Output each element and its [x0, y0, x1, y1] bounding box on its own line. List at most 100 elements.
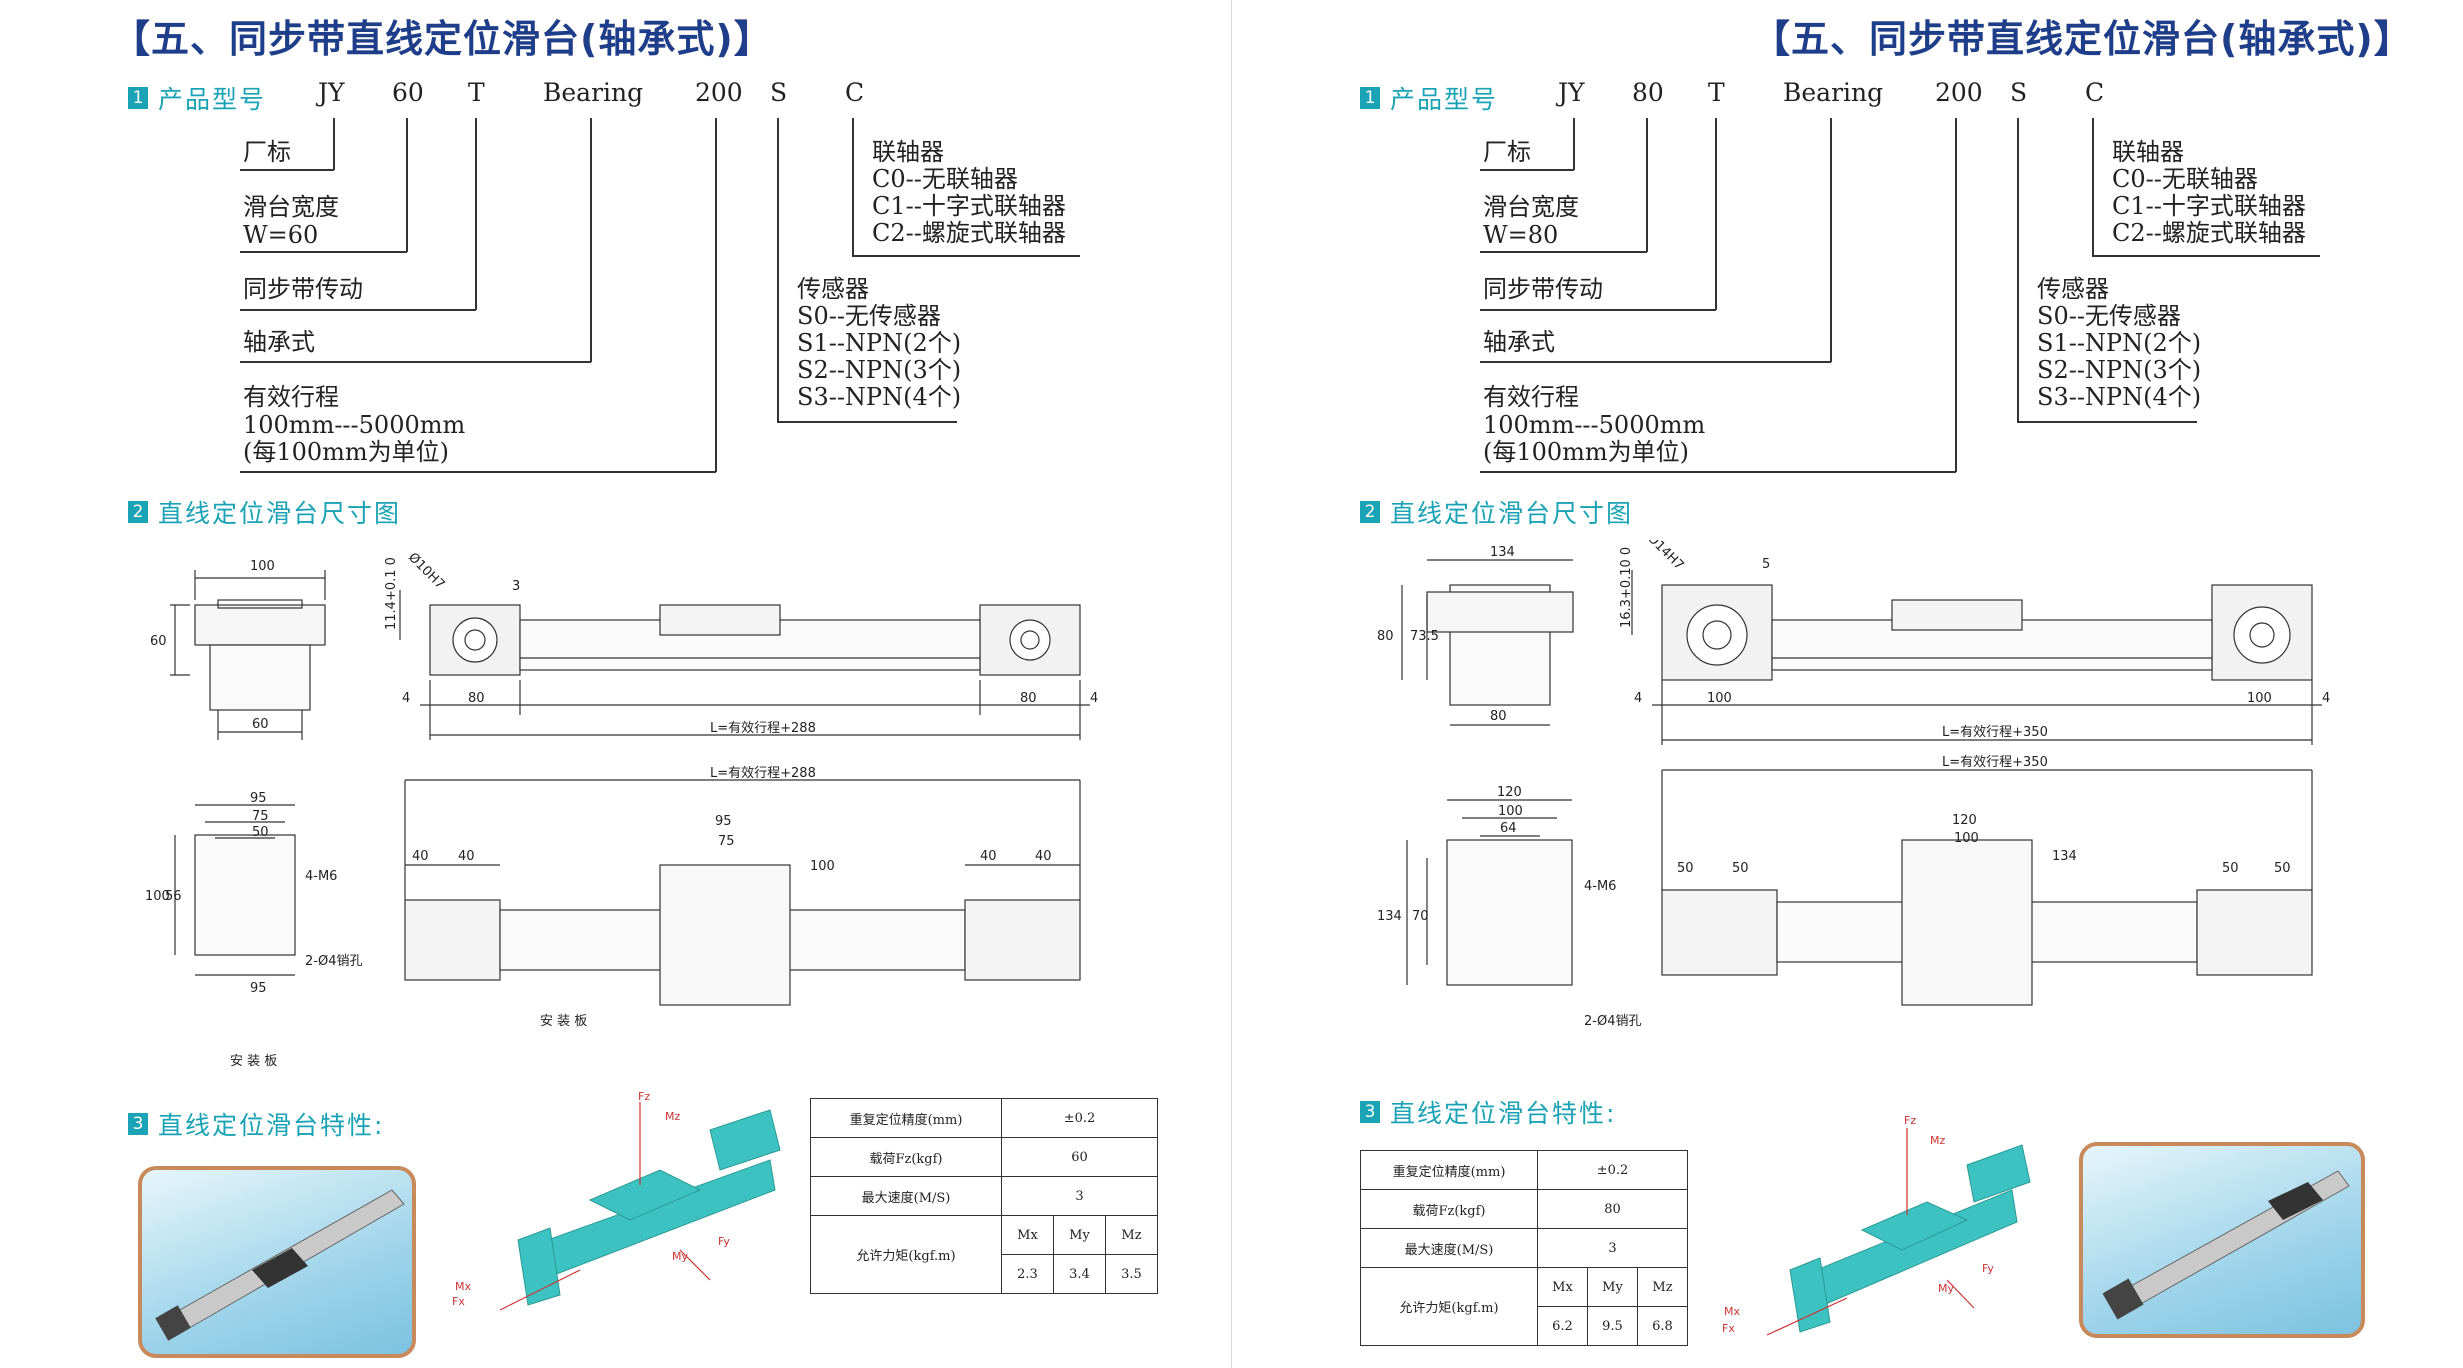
leader-line	[240, 309, 476, 311]
label-stroke-unit: (每100mm为单位)	[243, 438, 450, 466]
section-label: 直线定位滑台特性:	[158, 1111, 385, 1140]
dim-total-len: L=有效行程+350	[1942, 725, 2048, 740]
dim-top-height: 134	[2052, 849, 2077, 864]
code-sensor: S	[2010, 78, 2028, 107]
leader-line	[2017, 421, 2197, 423]
label-vendor: 厂标	[243, 138, 291, 166]
spec-repeat-label: 重复定位精度(mm)	[810, 1098, 1002, 1138]
label-sensor: 传感器	[797, 275, 869, 303]
section-product-model: 1 产品型号	[128, 80, 266, 116]
dim-top-mid: 100	[1954, 831, 1979, 846]
dimension-drawing: 100 60 60 11.4+0.1 0 Ø10H7 3 4 80 80 4 L…	[145, 550, 1098, 1069]
code-bearing: Bearing	[1783, 78, 1884, 107]
label-bearing: 轴承式	[1483, 328, 1555, 356]
spec-mx: 6.2	[1537, 1306, 1588, 1346]
catalog-page-left: 【五、同步带直线定位滑台(轴承式)】 1 产品型号 JY 60 T Bearin…	[0, 0, 1231, 1368]
code-width: 80	[1632, 78, 1664, 107]
spec-load-label: 载荷Fz(kgf)	[810, 1137, 1002, 1177]
axis-my: My	[672, 1250, 688, 1263]
label-drive: 同步带传动	[1483, 275, 1603, 303]
dim-gap: 4	[1090, 691, 1098, 706]
label-sensor-s0: S0--无传感器	[797, 302, 941, 330]
dim-bore: Ø10H7	[405, 550, 447, 592]
label-stroke: 有效行程	[1483, 383, 1579, 411]
dim-pin: 2-Ø4销孔	[305, 954, 362, 969]
spec-mx-label: Mx	[1001, 1215, 1054, 1255]
dim-end-height: 80	[1377, 629, 1394, 644]
label-sensor-s1: S1--NPN(2个)	[2037, 329, 2202, 357]
axis-fz: Fz	[638, 1090, 650, 1103]
leader-line	[1830, 118, 1832, 362]
leader-line	[1955, 118, 1957, 472]
code-sensor: S	[770, 78, 788, 107]
spec-speed: 3	[1001, 1176, 1158, 1216]
dim-offset: 5	[1762, 557, 1770, 572]
dim-bore: Ø14H7	[1644, 540, 1686, 573]
label-width: 滑台宽度	[243, 193, 339, 221]
axis-fz: Fz	[1904, 1114, 1916, 1127]
section-label: 直线定位滑台尺寸图	[1390, 499, 1634, 528]
spec-mx: 2.3	[1001, 1254, 1054, 1294]
label-coupler-c0: C0--无联轴器	[2112, 165, 2258, 193]
axis-fx: Fx	[1722, 1322, 1735, 1335]
dim-top-mid: 75	[718, 834, 735, 849]
product-photo	[2079, 1142, 2365, 1338]
dim-top-end: 40	[980, 849, 997, 864]
section-number: 1	[128, 87, 148, 109]
leader-line	[777, 118, 779, 422]
section-label: 产品型号	[158, 85, 267, 114]
spec-my: 9.5	[1587, 1306, 1638, 1346]
spec-table: 重复定位精度(mm)±0.2 载荷Fz(kgf)80 最大速度(M/S)3 允许…	[1360, 1150, 1688, 1346]
label-sensor-s3: S3--NPN(4个)	[2037, 383, 2202, 411]
axis-mz: Mz	[665, 1110, 680, 1123]
page-title: 【五、同步带直线定位滑台(轴承式)】	[1752, 17, 2413, 61]
leader-line	[1480, 309, 1716, 311]
dimension-drawing: 134 80 73.5 80 16.3+0.10 0 Ø14H7 5 4 100…	[1377, 540, 2330, 1029]
code-jy: JY	[318, 78, 345, 107]
page-divider	[1231, 0, 1232, 1368]
spec-my-label: My	[1053, 1215, 1106, 1255]
axis-my: My	[1938, 1282, 1954, 1295]
label-coupler-c2: C2--螺旋式联轴器	[872, 219, 1066, 247]
code-jy: JY	[1558, 78, 1585, 107]
label-drive: 同步带传动	[243, 275, 363, 303]
label-vendor: 厂标	[1483, 138, 1531, 166]
section-label: 产品型号	[1390, 85, 1499, 114]
dim-top-end: 40	[458, 849, 475, 864]
spec-moment-label: 允许力矩(kgf.m)	[810, 1215, 1002, 1294]
label-sensor-s2: S2--NPN(3个)	[797, 356, 962, 384]
dim-plate-bottom: 95	[250, 981, 267, 996]
dim-top-end: 50	[1732, 861, 1749, 876]
code-bearing: Bearing	[543, 78, 644, 107]
dim-top-width: 95	[715, 814, 732, 829]
dim-plate-name: 安 装 板	[230, 1054, 277, 1069]
section-characteristics: 3 直线定位滑台特性:	[1360, 1094, 1616, 1130]
label-coupler: 联轴器	[872, 138, 944, 166]
leader-line	[852, 255, 1080, 257]
dim-end-len: 100	[1707, 691, 1732, 706]
spec-speed-label: 最大速度(M/S)	[810, 1176, 1002, 1216]
dim-gap: 4	[402, 691, 410, 706]
axis-mx: Mx	[455, 1280, 471, 1293]
dim-end-height-2: 73.5	[1410, 629, 1439, 644]
section-number: 1	[1360, 87, 1380, 109]
dim-plate-hole: 70	[1412, 909, 1429, 924]
spec-load: 60	[1001, 1137, 1158, 1177]
code-drive: T	[468, 78, 485, 107]
code-drive: T	[1708, 78, 1725, 107]
dim-plate-mid: 100	[1498, 804, 1523, 819]
axis-mx: Mx	[1724, 1305, 1740, 1318]
leader-line	[1480, 471, 1956, 473]
label-stroke-unit: (每100mm为单位)	[1483, 438, 1690, 466]
spec-table: 重复定位精度(mm)±0.2 载荷Fz(kgf)60 最大速度(M/S)3 允许…	[810, 1098, 1158, 1294]
label-width-value: W=80	[1483, 221, 1559, 249]
leader-line	[1480, 251, 1647, 253]
dim-plate-height: 100	[145, 889, 170, 904]
product-photo	[138, 1166, 416, 1358]
dim-top-end: 50	[2274, 861, 2291, 876]
spec-my: 3.4	[1053, 1254, 1106, 1294]
leader-line	[777, 421, 957, 423]
section-label: 直线定位滑台特性:	[1390, 1099, 1617, 1128]
dim-top-height: 100	[810, 859, 835, 874]
dim-top-end: 50	[2222, 861, 2239, 876]
